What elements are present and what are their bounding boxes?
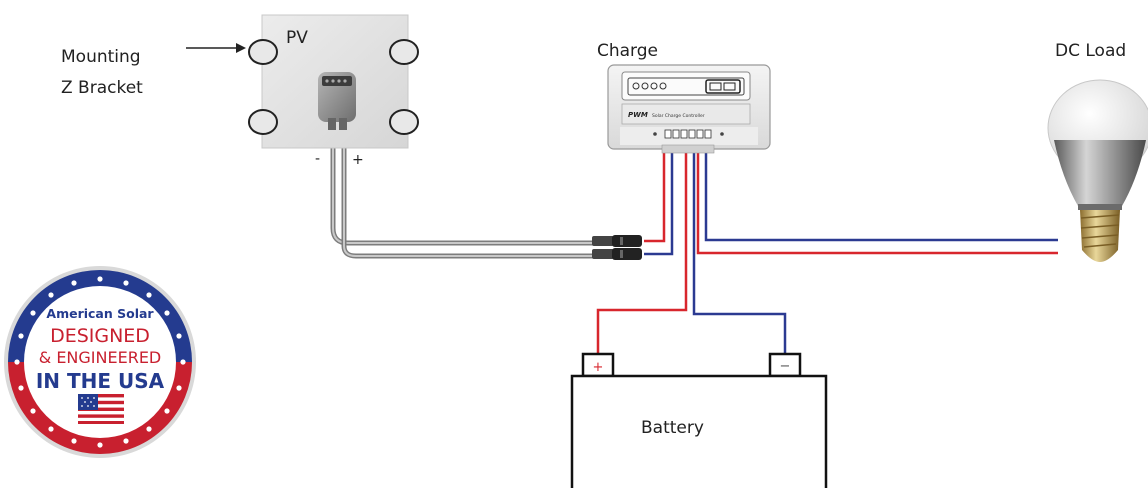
battery-red-wire — [596, 153, 688, 358]
pv-label: PV — [286, 28, 308, 48]
mounting-hole — [248, 39, 278, 65]
led-bulb — [1047, 79, 1148, 262]
badge-stars — [14, 276, 186, 448]
pv-minus-label: - — [315, 151, 320, 167]
charge-label: Charge — [597, 41, 658, 61]
badge-line1: American Solar — [46, 306, 154, 321]
mc4-connectors — [592, 235, 642, 260]
battery-minus-sign: − — [780, 359, 791, 374]
mounting-label-line2: Z Bracket — [61, 78, 143, 98]
pv-blue-to-controller — [644, 153, 674, 256]
wires — [330, 128, 1058, 358]
terminal-block — [664, 129, 712, 139]
badge-line3: & ENGINEERED — [39, 348, 162, 367]
mounting-hole — [248, 109, 278, 135]
controller-caption: Solar Charge Controller — [652, 113, 705, 119]
battery-label: Battery — [641, 418, 704, 438]
us-flag-icon — [78, 394, 124, 424]
pv-plus-label: + — [352, 152, 364, 168]
badge-line4: IN THE USA — [36, 369, 165, 393]
made-in-usa-badge — [4, 266, 196, 458]
battery-body — [570, 374, 828, 488]
battery-plus-sign: + — [593, 360, 604, 375]
junction-box — [318, 72, 356, 130]
load-blue-wire — [704, 153, 1058, 242]
mounting-hole — [389, 109, 419, 135]
mounting-arrow — [186, 43, 246, 53]
mounting-label-line1: Mounting — [61, 47, 141, 67]
load-red-wire — [696, 153, 1058, 255]
battery-blue-wire — [692, 153, 787, 358]
pv-red-to-controller — [644, 153, 666, 243]
badge-line2: DESIGNED — [50, 325, 150, 347]
charge-controller: PWM Solar Charge Controller — [607, 64, 771, 154]
pv-panel — [248, 14, 419, 149]
battery — [570, 352, 828, 488]
dc-load-label: DC Load — [1055, 41, 1126, 61]
mounting-hole — [389, 39, 419, 65]
controller-brand: PWM — [628, 111, 648, 119]
